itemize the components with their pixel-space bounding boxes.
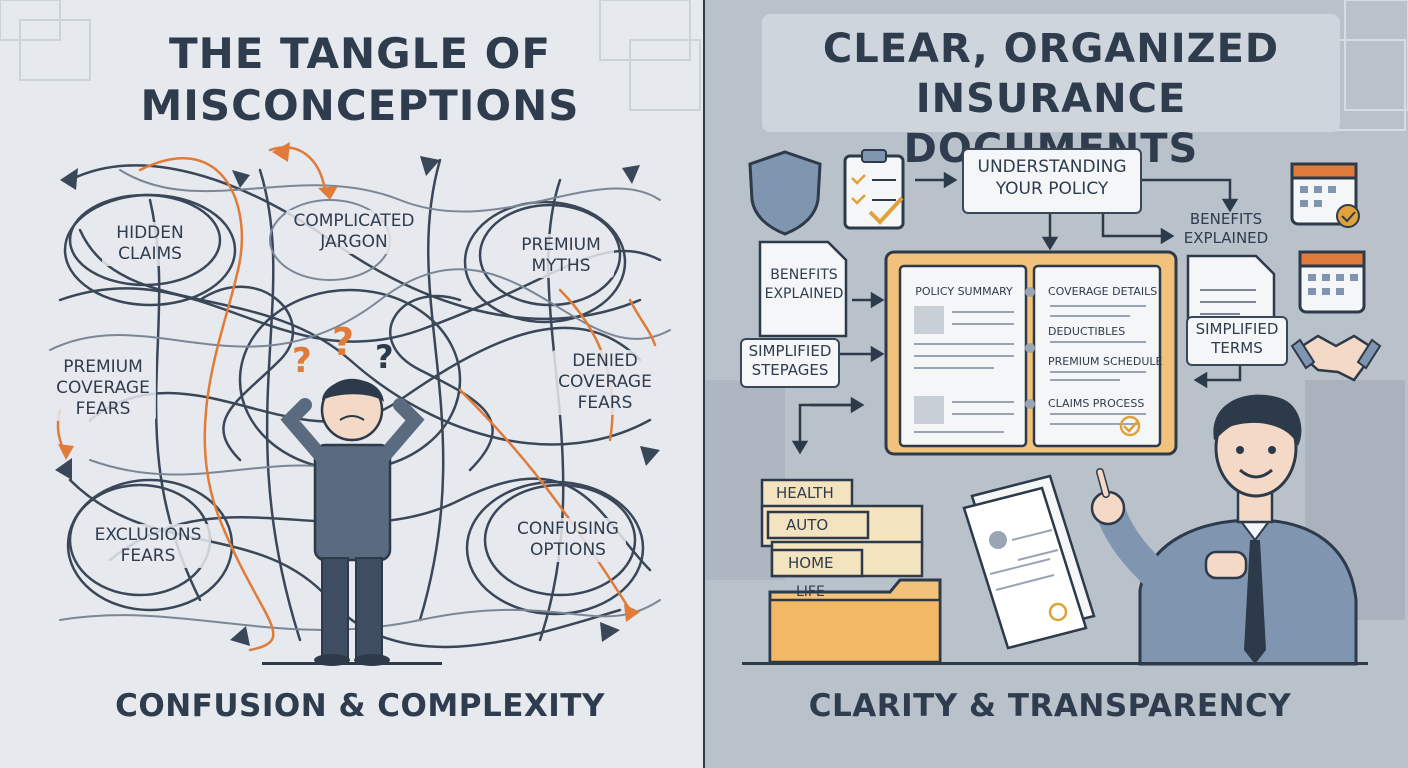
svg-text:?: ? [375, 338, 394, 376]
left-caption: CONFUSION & COMPLEXITY [115, 688, 605, 724]
smiling-man-illustration [1090, 394, 1358, 666]
handshake-icon [1290, 334, 1382, 382]
deductibles-item: DEDUCTIBLES [1048, 325, 1126, 338]
center-divider [703, 0, 706, 768]
calendar-check-icon [1290, 162, 1360, 228]
premium-schedule-item: PREMIUM SCHEDULE [1048, 355, 1163, 368]
policy-summary-heading: POLICY SUMMARY [915, 285, 1013, 298]
file-folders [760, 478, 942, 664]
calendar-icon [1298, 250, 1366, 314]
left-title-line2: MISCONCEPTIONS [140, 81, 580, 130]
right-title-line1: CLEAR, ORGANIZED [822, 26, 1280, 72]
folder-tab-health: HEALTH [776, 484, 834, 502]
simplified-terms-box [1186, 316, 1288, 366]
folder-tab-home: HOME [788, 554, 834, 572]
left-title: THE TANGLE OF MISCONCEPTIONS [40, 28, 680, 132]
left-background-squares [0, 0, 701, 111]
right-caption: CLARITY & TRANSPARENCY [808, 688, 1292, 724]
clipboard-checklist-icon [843, 149, 905, 230]
left-ground-line [262, 662, 442, 665]
benefits-document-left [758, 240, 848, 338]
right-ground-line [742, 662, 1368, 665]
policy-binder [884, 250, 1178, 456]
svg-text:?: ? [292, 341, 312, 381]
simplified-stepages-box [740, 338, 840, 388]
svg-text:?: ? [332, 320, 354, 364]
folder-tab-life: LIFE [796, 584, 825, 600]
right-title-box [762, 14, 1340, 132]
shield-icon [748, 150, 822, 236]
understanding-policy-box [962, 148, 1142, 214]
folder-tab-auto: AUTO [786, 516, 829, 534]
policy-paper [962, 474, 1096, 650]
claims-process-item: CLAIMS PROCESS [1048, 397, 1145, 410]
coverage-details-item: COVERAGE DETAILS [1048, 285, 1158, 298]
left-panel: THE TANGLE OF MISCONCEPTIONS [0, 0, 701, 724]
left-title-line1: THE TANGLE OF [168, 29, 552, 78]
